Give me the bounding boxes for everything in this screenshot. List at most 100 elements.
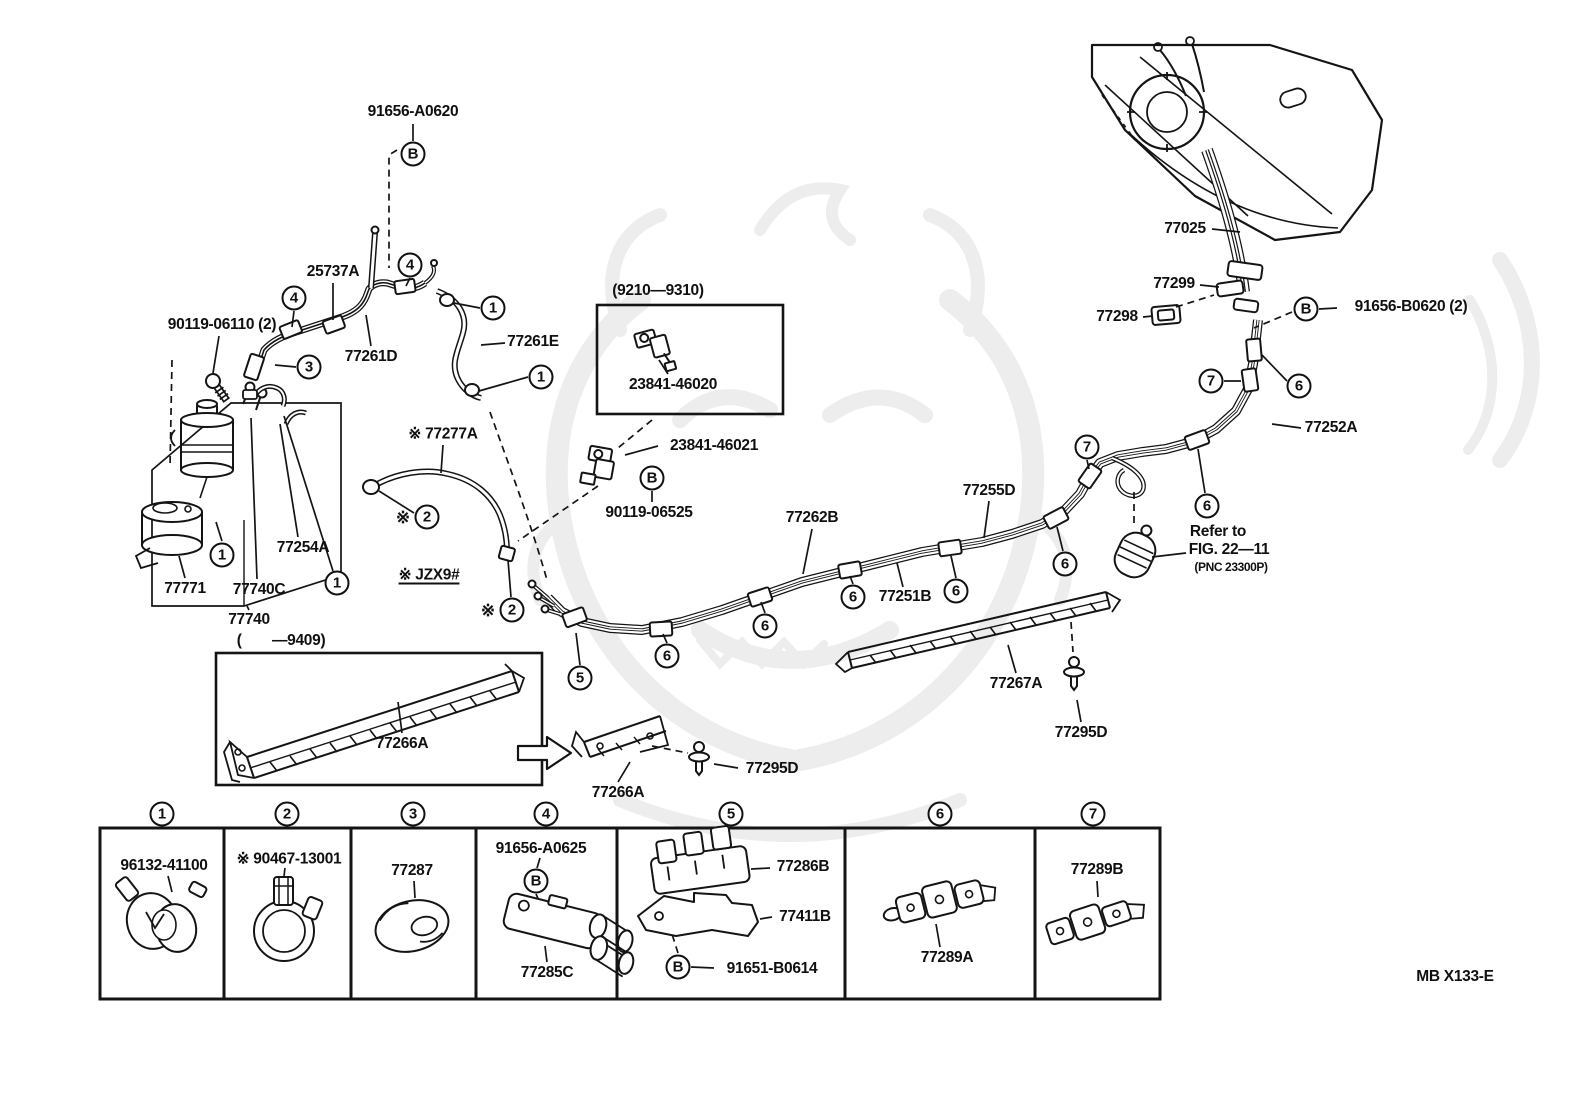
main-fuel-tube-bundle (527, 319, 1263, 635)
callout-1-b: 1 (528, 364, 554, 390)
callout-7-a: 7 (1074, 434, 1100, 460)
legend-callout-1: 1 (149, 801, 175, 827)
part-label-77254A: 77254A (276, 539, 330, 556)
front-tube-assembly (242, 225, 438, 411)
callout-symbol: 6 (1294, 377, 1304, 395)
legend-callout-5: 5 (718, 801, 744, 827)
callout-b-right: B (1293, 296, 1319, 322)
legend-callout-7: 7 (1080, 801, 1106, 827)
hose-77277A (362, 468, 516, 563)
callout-1-d: 1 (324, 570, 350, 596)
callout-symbol: 1 (157, 805, 167, 823)
part-label-90119-06110: 90119-06110 (2) (167, 316, 277, 333)
callout-2-a: 2 (414, 504, 440, 530)
leader-lines (167, 124, 1338, 969)
inset-box-9210-9310 (595, 303, 785, 416)
callout-symbol: 2 (507, 601, 517, 619)
legend-callout-b-box4: B (523, 868, 549, 894)
callout-symbol: B (1300, 300, 1312, 318)
callout-1-a: 1 (480, 295, 506, 321)
legend-callout-2: 2 (274, 801, 300, 827)
bundle-clamps (561, 337, 1263, 638)
part-label-77299: 77299 (1153, 275, 1195, 292)
callout-6-c: 6 (840, 584, 866, 610)
part-label-77295D-right: 77295D (1054, 724, 1108, 741)
legend-part-drawings (114, 825, 1145, 978)
part-label-77266A-boxed: 77266A (375, 735, 429, 752)
callout-symbol: 1 (488, 299, 498, 317)
part-label-91656-B0620: 91656-B0620 (2) (1354, 298, 1468, 315)
legend-label-77411B: 77411B (779, 908, 831, 925)
clip-77295D-left (688, 741, 710, 777)
callout-symbol: B (672, 958, 684, 976)
bracket-23841-46020 (633, 328, 678, 373)
callout-symbol: 6 (662, 647, 672, 665)
callout-4-b: 4 (397, 252, 423, 278)
watermark-graphic (527, 182, 1540, 842)
refer-note-line3: (PNC 23300P) (1194, 560, 1268, 574)
arrow-indicator (516, 735, 573, 771)
part-label-77298: 77298 (1096, 308, 1138, 325)
legend-callout-4: 4 (533, 801, 559, 827)
callout-symbol: B (646, 469, 658, 487)
part-label-77262B: 77262B (785, 509, 839, 526)
legend-label-91651-B0614: 91651-B0614 (726, 960, 818, 977)
callout-symbol: 7 (1206, 372, 1216, 390)
inline-fuel-filter (1113, 524, 1157, 579)
callout-4-a: 4 (281, 285, 307, 311)
part-label-91656-A0620: 91656-A0620 (367, 103, 459, 120)
part-label-77295D-left: 77295D (745, 760, 799, 777)
callout-6-e: 6 (1052, 551, 1078, 577)
legend-label-90467-13001: ※ 90467-13001 (236, 850, 342, 868)
callout-5: 5 (567, 665, 593, 691)
legend-label-77287: 77287 (391, 862, 433, 879)
part-label-77025: 77025 (1164, 220, 1206, 237)
callout-symbol: 6 (935, 805, 945, 823)
date-note-9409: ( —9409) (236, 632, 326, 649)
callout-symbol: 4 (541, 805, 551, 823)
callout-symbol: 1 (217, 546, 227, 564)
callout-symbol: 6 (951, 582, 961, 600)
callout-6-b: 6 (752, 613, 778, 639)
part-label-25737A: 25737A (306, 263, 360, 280)
callout-b-mid: B (639, 465, 665, 491)
callout-symbol: 1 (536, 368, 546, 386)
callout-symbol: 2 (282, 805, 292, 823)
refer-note-line2: FIG. 22—11 (1188, 541, 1270, 558)
part-label-77252A: 77252A (1304, 419, 1358, 436)
bracket-23841-46021 (579, 444, 615, 486)
asterisk-mark: ※ (480, 601, 496, 620)
legend-label-77289B: 77289B (1070, 861, 1124, 878)
callout-2-b: 2 (499, 597, 525, 623)
callout-symbol: 3 (304, 358, 314, 376)
callout-symbol: 6 (1202, 497, 1212, 515)
callout-symbol: 7 (1082, 438, 1092, 456)
legend-callout-3: 3 (400, 801, 426, 827)
part-label-77261E: 77261E (507, 333, 559, 350)
callout-symbol: 3 (408, 805, 418, 823)
hose-77261E (435, 288, 482, 401)
tank-tubes (1201, 147, 1264, 314)
legend-label-77285C: 77285C (520, 964, 574, 981)
fuel-filter-assembly (134, 383, 342, 607)
clip-77295D-right (1063, 656, 1085, 692)
callout-symbol: B (407, 145, 419, 163)
refer-note-line1: Refer to (1189, 523, 1247, 540)
inset-date-range: (9210—9310) (612, 282, 704, 299)
callout-7-b: 7 (1198, 368, 1224, 394)
callout-symbol: 5 (575, 669, 585, 687)
protector-77266A-boxed (214, 651, 544, 787)
dashed-lines (169, 149, 1293, 954)
callout-6-d: 6 (943, 578, 969, 604)
callout-6-a: 6 (654, 643, 680, 669)
callout-6-f: 6 (1194, 493, 1220, 519)
legend-label-96132-41100: 96132-41100 (120, 857, 208, 874)
part-label-77261D: 77261D (344, 348, 398, 365)
legend-callout-6: 6 (927, 801, 953, 827)
model-note-JZX9: ※ JZX9# (398, 566, 460, 584)
part-label-77266A: 77266A (591, 784, 645, 801)
callout-symbol: 4 (289, 289, 299, 307)
part-label-77267A: 77267A (989, 675, 1043, 692)
